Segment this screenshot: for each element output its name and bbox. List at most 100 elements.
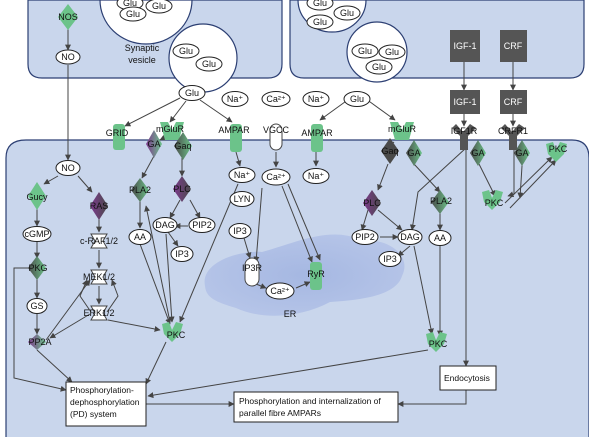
- svg-text:Glu: Glu: [123, 0, 137, 8]
- glu-ellipse: [195, 56, 223, 72]
- svg-text:Glu: Glu: [385, 47, 399, 57]
- svg-text:Gucy: Gucy: [26, 192, 48, 202]
- svg-text:Glu: Glu: [340, 8, 354, 18]
- svg-text:IGF-1: IGF-1: [453, 41, 476, 51]
- svg-text:Na⁺: Na⁺: [308, 171, 325, 181]
- svg-text:Na⁺: Na⁺: [308, 94, 325, 104]
- ip3r-channel: IP3R: [242, 257, 263, 287]
- svg-text:Glu: Glu: [202, 59, 216, 69]
- svg-text:Ca²⁺: Ca²⁺: [266, 94, 286, 104]
- glu-ellipse: [172, 43, 200, 59]
- svg-text:Glu: Glu: [185, 88, 199, 98]
- svg-text:NO: NO: [61, 52, 75, 62]
- mek-node: MEK1/2: [83, 269, 115, 285]
- svg-text:PLA2: PLA2: [430, 196, 452, 206]
- svg-text:CRFR1: CRFR1: [498, 126, 528, 136]
- svg-text:Glu: Glu: [152, 1, 166, 11]
- svg-text:NOS: NOS: [58, 12, 78, 22]
- svg-text:PIP2: PIP2: [355, 232, 375, 242]
- svg-text:GA: GA: [147, 139, 160, 149]
- endocytosis-box: Endocytosis: [439, 365, 497, 391]
- endoplasmic-reticulum: [204, 234, 405, 316]
- svg-text:PP2A: PP2A: [28, 337, 51, 347]
- svg-text:MEK1/2: MEK1/2: [83, 272, 115, 282]
- svg-text:parallel fibre AMPARs: parallel fibre AMPARs: [239, 408, 321, 418]
- crf-ligand: CRF: [500, 30, 527, 62]
- ip3-right-node: IP3: [378, 251, 402, 267]
- aa-left-node: AA: [128, 229, 152, 245]
- glu-right-node: Glu: [343, 91, 371, 107]
- svg-text:Glu: Glu: [179, 46, 193, 56]
- plc-right-node: PLC: [363, 190, 381, 216]
- no-node-lower: NO: [55, 160, 81, 176]
- glu-ellipse: [306, 0, 334, 11]
- pla2-right-node: PLA2: [430, 190, 452, 214]
- svg-text:IP3R: IP3R: [242, 263, 263, 273]
- pkc-far-right-node: PKC: [482, 190, 504, 210]
- pla2-left-node: PLA2: [129, 178, 151, 202]
- glu-ellipse: [365, 59, 393, 75]
- svg-text:IP3: IP3: [383, 254, 397, 264]
- pp2a-node: PP2A: [28, 334, 52, 350]
- vgcc-channel: VGCC: [263, 123, 290, 151]
- svg-text:DAG: DAG: [155, 220, 175, 230]
- svg-text:cGMP: cGMP: [24, 229, 49, 239]
- ga-left-node: GA: [146, 130, 162, 158]
- svg-text:PLC: PLC: [173, 184, 191, 194]
- svg-text:Phosphorylation-: Phosphorylation-: [70, 385, 134, 395]
- svg-text:mGluR: mGluR: [156, 124, 185, 134]
- nos-node: NOS: [58, 4, 78, 30]
- gaq-left-node: Gaq: [174, 132, 192, 160]
- svg-text:dephosphorylation: dephosphorylation: [70, 397, 140, 407]
- svg-text:IP3: IP3: [233, 226, 247, 236]
- svg-text:RAS: RAS: [90, 201, 109, 211]
- ryr-channel: RyR: [307, 262, 325, 290]
- svg-text:Na⁺: Na⁺: [234, 170, 251, 180]
- na-node-extracellular: Na⁺: [221, 91, 249, 107]
- svg-text:PLC: PLC: [363, 198, 381, 208]
- crf-bound: CRF: [500, 90, 527, 114]
- ga-right-node: GA: [406, 140, 422, 166]
- plc-left-node: PLC: [173, 176, 191, 202]
- svg-text:AMPAR: AMPAR: [301, 128, 333, 138]
- svg-text:GA: GA: [407, 148, 420, 158]
- dag-left-node: DAG: [152, 217, 178, 233]
- svg-text:c-RAF1/2: c-RAF1/2: [80, 236, 118, 246]
- svg-text:PKC: PKC: [549, 144, 568, 154]
- pkc-right-node: PKC: [426, 332, 448, 352]
- ras-node: RAS: [90, 192, 109, 220]
- ip3-left-node: IP3: [170, 246, 194, 262]
- svg-text:Ca²⁺: Ca²⁺: [270, 286, 290, 296]
- pip2-right-node: PIP2: [351, 229, 379, 245]
- ip3-er-node: IP3: [228, 223, 252, 239]
- glu-ellipse: [145, 0, 173, 14]
- na-node-extracellular-right: Na⁺: [302, 91, 330, 107]
- edges: [13, 28, 557, 407]
- svg-text:(PD) system: (PD) system: [70, 409, 117, 419]
- svg-text:PLA2: PLA2: [129, 185, 151, 195]
- svg-text:LYN: LYN: [234, 194, 251, 204]
- gs-node: GS: [26, 298, 48, 314]
- svg-text:IP3: IP3: [175, 249, 189, 259]
- svg-text:Glu: Glu: [313, 0, 327, 8]
- gucy-node: Gucy: [26, 182, 48, 210]
- svg-text:CRF: CRF: [504, 97, 523, 107]
- no-node-top: NO: [55, 49, 81, 65]
- svg-text:VGCC: VGCC: [263, 125, 290, 135]
- aa-right-node: AA: [428, 230, 452, 246]
- erk-node: ERK1/2: [83, 305, 115, 321]
- svg-text:PKC: PKC: [485, 198, 504, 208]
- glu-left-node: Glu: [178, 85, 206, 101]
- lyn-node: LYN: [229, 191, 255, 207]
- er-label: ER: [284, 309, 297, 319]
- ga-igf1r-node: GA: [470, 140, 486, 166]
- svg-text:mGluR: mGluR: [388, 124, 417, 134]
- svg-text:Glu: Glu: [350, 94, 364, 104]
- glu-ellipse: [119, 6, 147, 22]
- igf1-bound: IGF-1: [450, 90, 480, 114]
- dag-right-node: DAG: [397, 229, 423, 245]
- cgmp-node: cGMP: [22, 226, 52, 242]
- glu-molecules: Glu Glu Glu Glu Glu Glu Glu Glu Glu Glu …: [116, 0, 406, 75]
- svg-text:Gaq: Gaq: [174, 141, 191, 151]
